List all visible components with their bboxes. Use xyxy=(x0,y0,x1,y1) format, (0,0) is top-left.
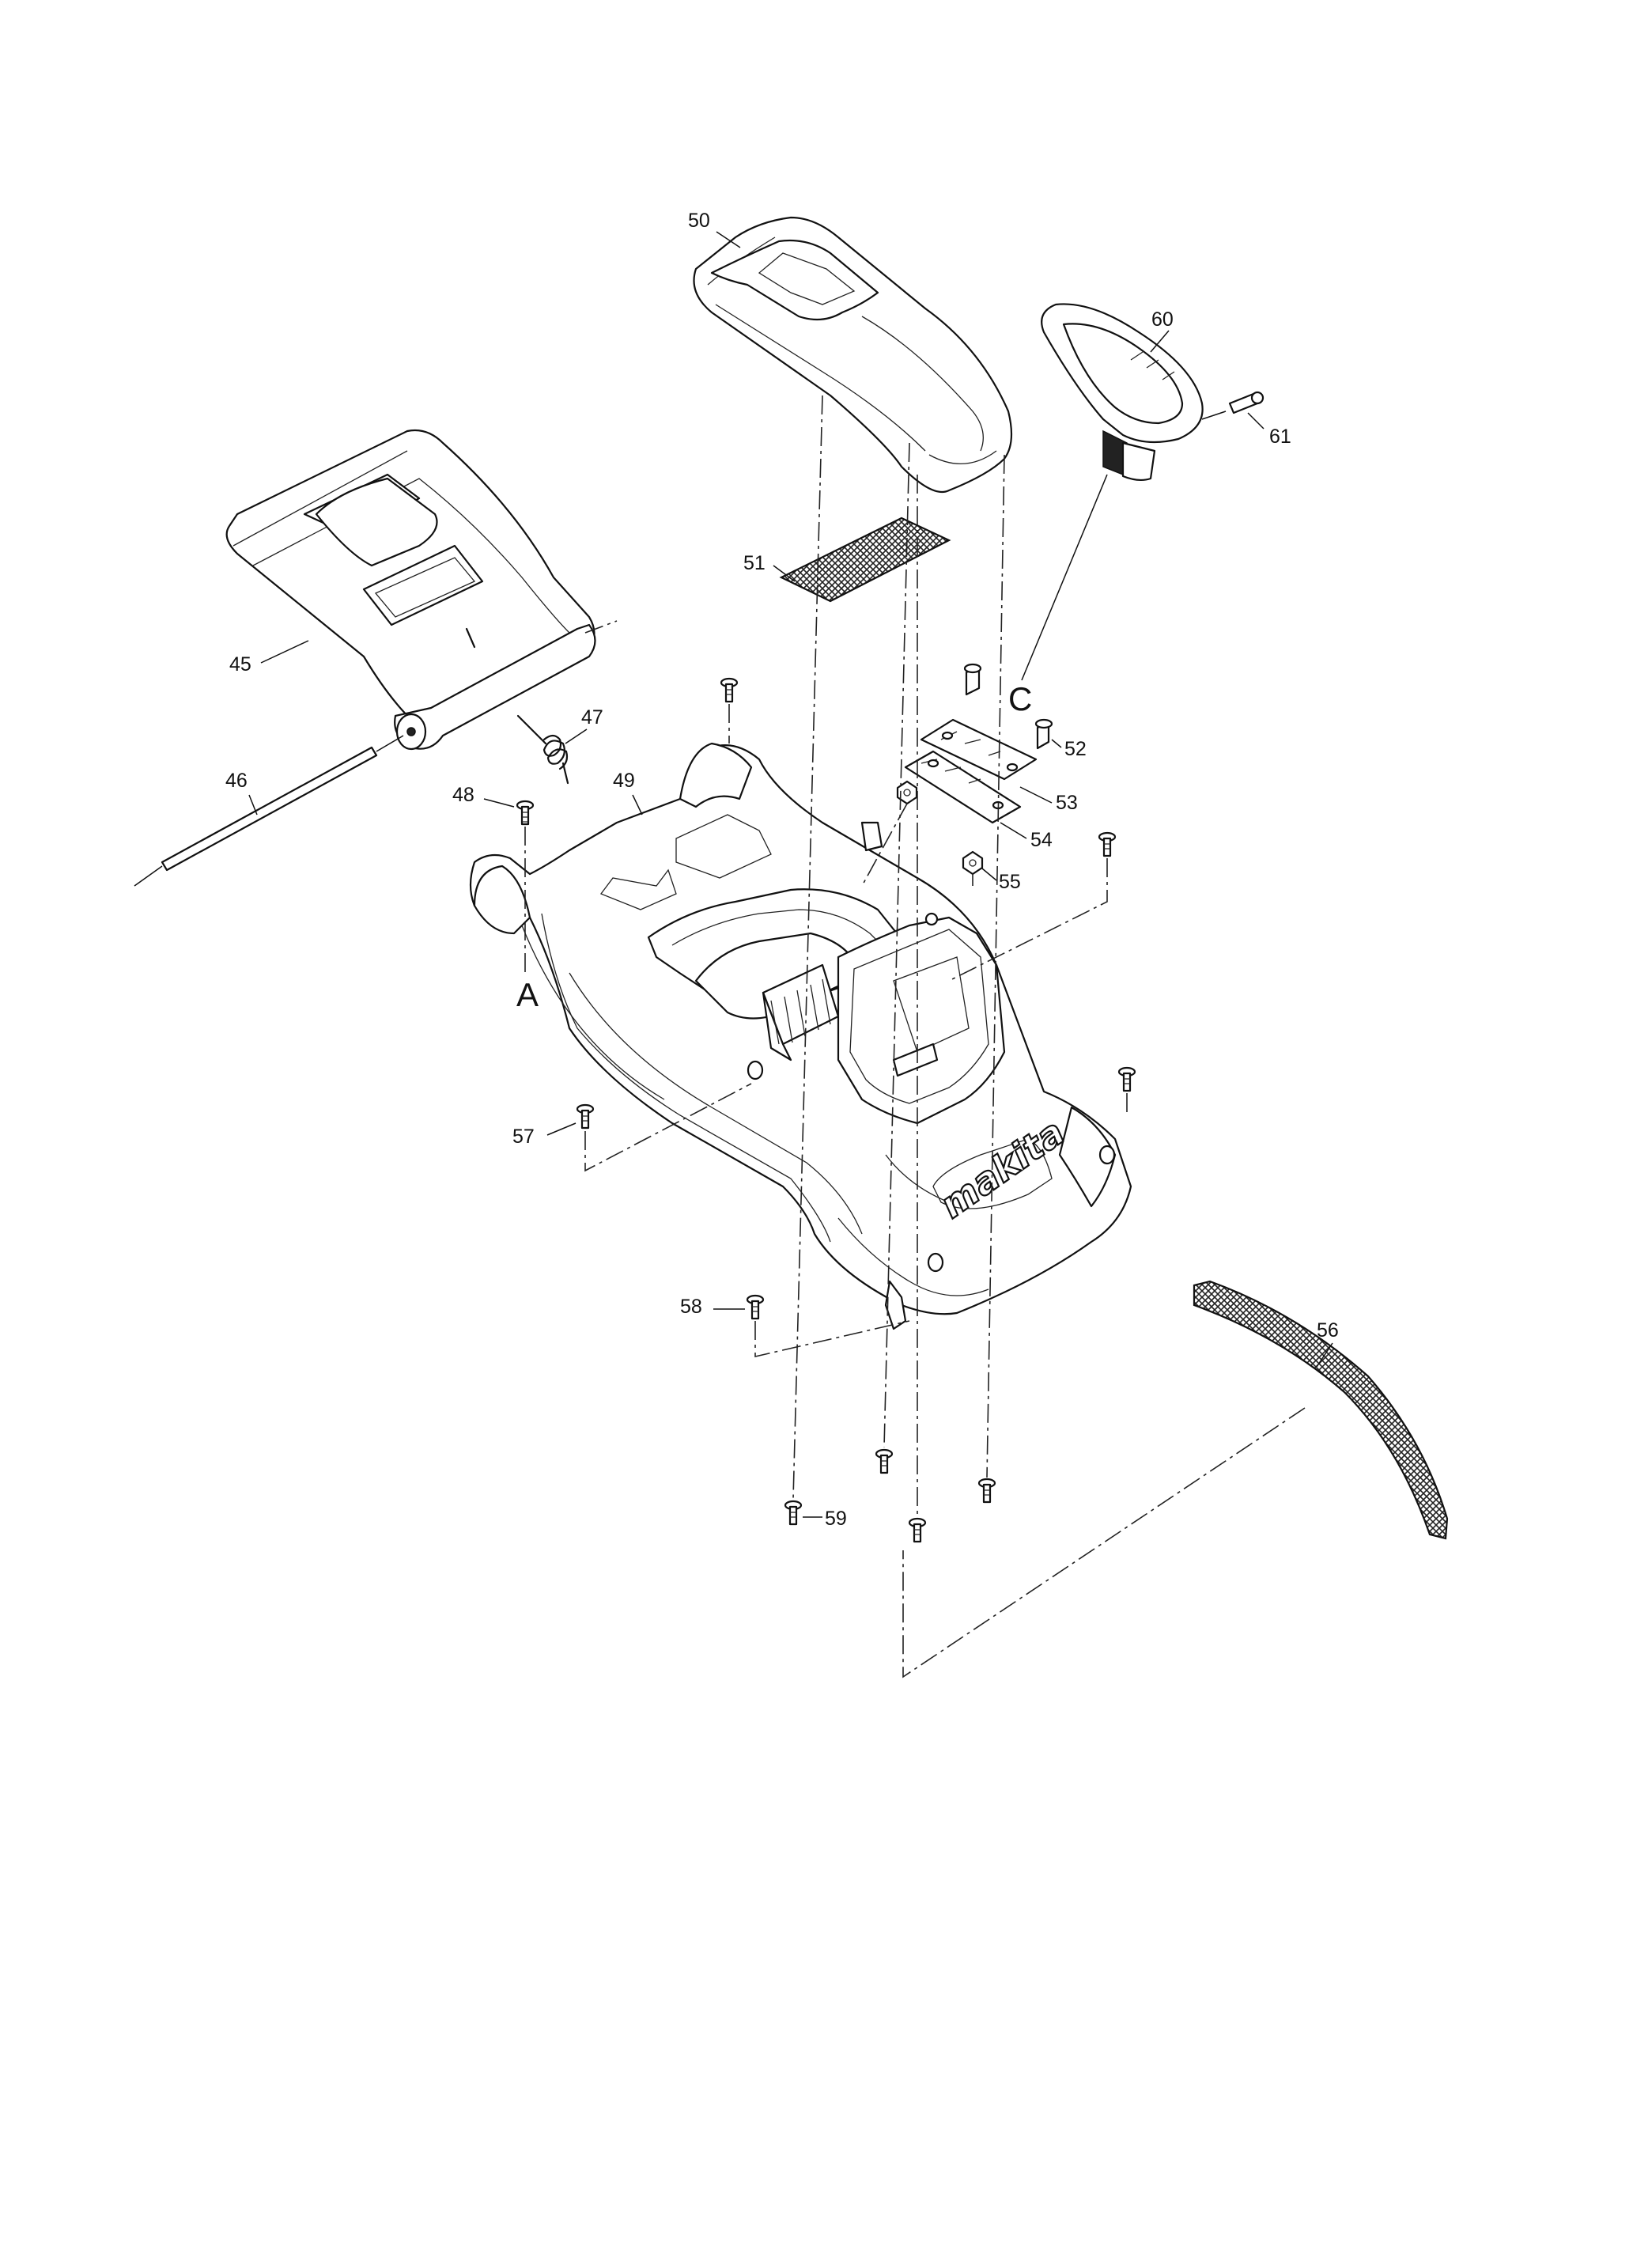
label-part-55: 55 xyxy=(999,871,1021,893)
leader-53 xyxy=(1019,786,1053,804)
part-60-handle xyxy=(1041,303,1204,482)
label-part-57: 57 xyxy=(512,1126,535,1148)
part-49-housing: makita xyxy=(469,742,1132,1330)
label-part-52: 52 xyxy=(1064,738,1087,760)
label-part-45: 45 xyxy=(229,653,251,675)
leader-52 xyxy=(1051,739,1062,748)
part-57-screw xyxy=(576,1103,595,1130)
part-47-spring xyxy=(516,714,569,785)
part-51-filter-pad xyxy=(779,517,951,603)
leader-48 xyxy=(483,798,515,808)
leader-49 xyxy=(632,794,643,815)
label-part-50: 50 xyxy=(688,210,710,232)
part-52-screw xyxy=(1034,718,1053,750)
leader-55 xyxy=(981,868,997,881)
leader-61-handle xyxy=(1201,411,1227,420)
leader-51 xyxy=(773,565,796,582)
label-part-47: 47 xyxy=(581,706,603,728)
label-part-54: 54 xyxy=(1030,829,1053,851)
housing-screw-right-upper xyxy=(1098,831,1117,857)
hinge-axis-45 xyxy=(584,620,618,634)
part-61-screw xyxy=(1228,391,1265,414)
part-55-nut xyxy=(962,850,984,876)
label-part-53: 53 xyxy=(1056,792,1078,814)
leader-56 xyxy=(1316,1342,1333,1368)
label-part-58: 58 xyxy=(680,1296,702,1318)
part-54-latch-plate xyxy=(904,750,1022,824)
leader-60 xyxy=(1150,330,1170,353)
part-59-screw xyxy=(784,1500,803,1526)
ref-letter-a: A xyxy=(516,976,539,1013)
label-part-60: 60 xyxy=(1151,308,1174,331)
part-48-screw xyxy=(516,800,535,826)
handle-to-ref-c xyxy=(1021,474,1108,681)
housing-screw-top xyxy=(720,677,739,703)
bottom-screw-3 xyxy=(908,1517,927,1543)
part-52-screw-left xyxy=(963,663,982,696)
leader-61 xyxy=(1247,412,1265,430)
housing-screw-right-lower xyxy=(1117,1066,1136,1092)
part-45-lid xyxy=(225,429,596,751)
bottom-screw-4 xyxy=(977,1478,996,1504)
leader-54 xyxy=(1000,822,1027,839)
part-53-latch-plate xyxy=(920,718,1038,781)
ref-letter-c: C xyxy=(1008,680,1032,717)
bottom-screw-2 xyxy=(875,1448,894,1474)
rod-46-axis xyxy=(134,735,404,887)
label-part-49: 49 xyxy=(613,770,635,792)
label-part-59: 59 xyxy=(825,1508,847,1530)
leader-57 xyxy=(546,1122,576,1136)
label-part-46: 46 xyxy=(225,770,248,792)
label-part-61: 61 xyxy=(1269,426,1291,448)
part-58-screw xyxy=(746,1294,765,1320)
label-part-51: 51 xyxy=(743,552,766,574)
leader-46 xyxy=(248,794,258,815)
part-46-rod xyxy=(161,746,378,872)
leader-47 xyxy=(565,728,588,744)
label-part-48: 48 xyxy=(452,784,474,806)
assembly-lines xyxy=(584,395,1306,1678)
label-part-56: 56 xyxy=(1317,1319,1339,1341)
part-50-top-cover xyxy=(693,216,1013,494)
part-56-strip xyxy=(1193,1280,1449,1540)
leader-50 xyxy=(716,231,741,248)
leader-45 xyxy=(260,640,309,664)
part-55-nut-left xyxy=(896,780,918,805)
